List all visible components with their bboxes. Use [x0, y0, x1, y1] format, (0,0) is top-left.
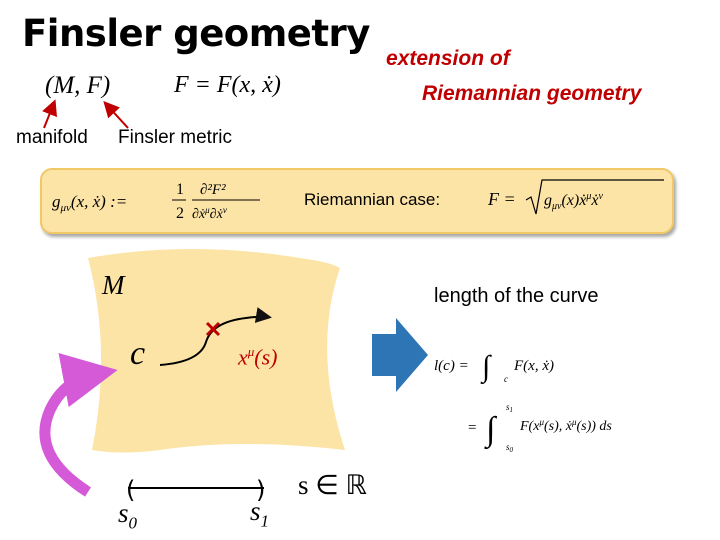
metric-function-equation: F = F(x, ẋ) [174, 72, 281, 98]
svg-text:c: c [504, 374, 508, 384]
riemannian-case-label: Riemannian case: [304, 190, 441, 209]
curve-c [159, 307, 272, 366]
svg-text:∫: ∫ [480, 350, 492, 385]
subtitle-line1: extension of [386, 47, 510, 70]
mapping-arc-arrow [39, 353, 118, 497]
implication-arrow [372, 318, 428, 392]
metric-pointer-arrow [103, 101, 129, 129]
curve-length-formula: l(c) = ∫ c F(x, ẋ) = ∫ s1 s0 F(xμ(s), ẋμ… [432, 336, 717, 462]
riemannian-metric-formula: F = gμν(x)ẋμẋν [486, 174, 666, 224]
curve-symbol: c [130, 335, 146, 372]
svg-text:2: 2 [176, 205, 184, 222]
manifold-pointer-arrow [42, 99, 57, 129]
svg-text:∂ẋμ∂ẋν: ∂ẋμ∂ẋν [192, 205, 227, 222]
svg-text:gμν(x, ẋ) :=: gμν(x, ẋ) := [52, 192, 127, 214]
svg-text:l(c) =: l(c) = [434, 358, 469, 374]
s1-label: s1 [250, 496, 270, 531]
interval-left-bracket: ( [126, 476, 135, 504]
real-line-label: s ∈ ℝ [298, 470, 367, 500]
svg-text:s1: s1 [506, 402, 513, 414]
svg-text:F(x, ẋ): F(x, ẋ) [513, 358, 554, 374]
interval-right-bracket: ) [256, 476, 265, 504]
subtitle-line2: Riemannian geometry [422, 82, 642, 105]
manifold-region [88, 249, 345, 453]
s0-label: s0 [118, 498, 138, 533]
curve-parametrization: xμ(s) [238, 344, 278, 370]
metric-tensor-formula: gμν(x, ẋ) := 1 2 ∂²F² ∂ẋμ∂ẋν [52, 174, 282, 226]
svg-text:∂²F²: ∂²F² [200, 182, 226, 198]
svg-text:1: 1 [176, 181, 184, 198]
manifold-symbol: M [102, 270, 125, 300]
manifold-label: manifold [16, 127, 88, 148]
curve-length-label: length of the curve [434, 285, 599, 307]
svg-text:=: = [468, 420, 476, 436]
manifold-metric-pair: (M, F) [45, 72, 111, 99]
point-marker-icon [205, 321, 221, 337]
svg-text:F(xμ(s), ẋμ(s)) ds: F(xμ(s), ẋμ(s)) ds [519, 417, 612, 434]
svg-text:s0: s0 [506, 442, 514, 454]
svg-text:F =: F = [487, 189, 516, 209]
svg-text:∫: ∫ [484, 411, 498, 450]
metric-definition-box [40, 168, 674, 234]
slide-title: Finsler geometry [22, 12, 370, 55]
finsler-metric-label: Finsler metric [118, 127, 233, 148]
